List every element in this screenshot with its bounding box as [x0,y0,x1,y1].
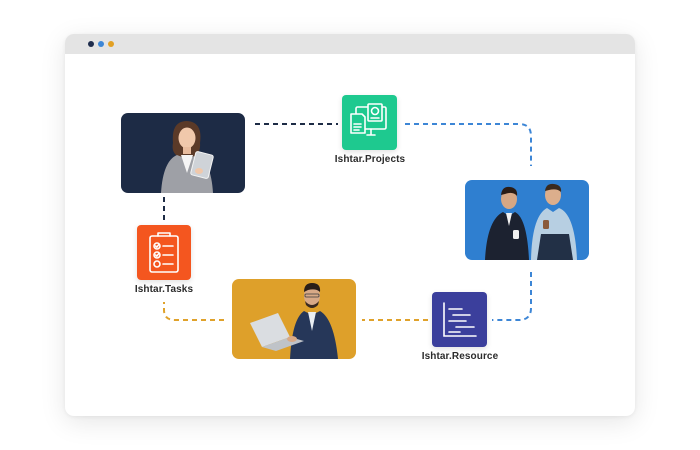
tasks-label: Ishtar.Tasks [134,284,194,295]
connector-projects-to-two-men [405,123,532,166]
gantt-chart-icon [443,302,477,337]
resource-tile[interactable] [432,292,487,347]
monitor-documents-icon [350,103,387,136]
projects-label: Ishtar.Projects [334,154,406,165]
clipboard-checklist-icon [149,232,179,273]
projects-tile[interactable] [342,95,397,150]
photo-man-with-laptop [232,279,356,359]
window-maximize-dot[interactable] [108,41,114,47]
photo-two-men-with-coffee [465,180,589,260]
window-close-dot[interactable] [88,41,94,47]
photo-woman-with-tablet [121,113,245,193]
connector-laptop-man-to-tasks [163,302,224,321]
window-minimize-dot[interactable] [98,41,104,47]
tasks-tile[interactable] [137,225,191,280]
connector-two-men-to-resource [492,272,532,321]
resource-label: Ishtar.Resource [421,351,499,362]
window-titlebar [65,34,635,54]
